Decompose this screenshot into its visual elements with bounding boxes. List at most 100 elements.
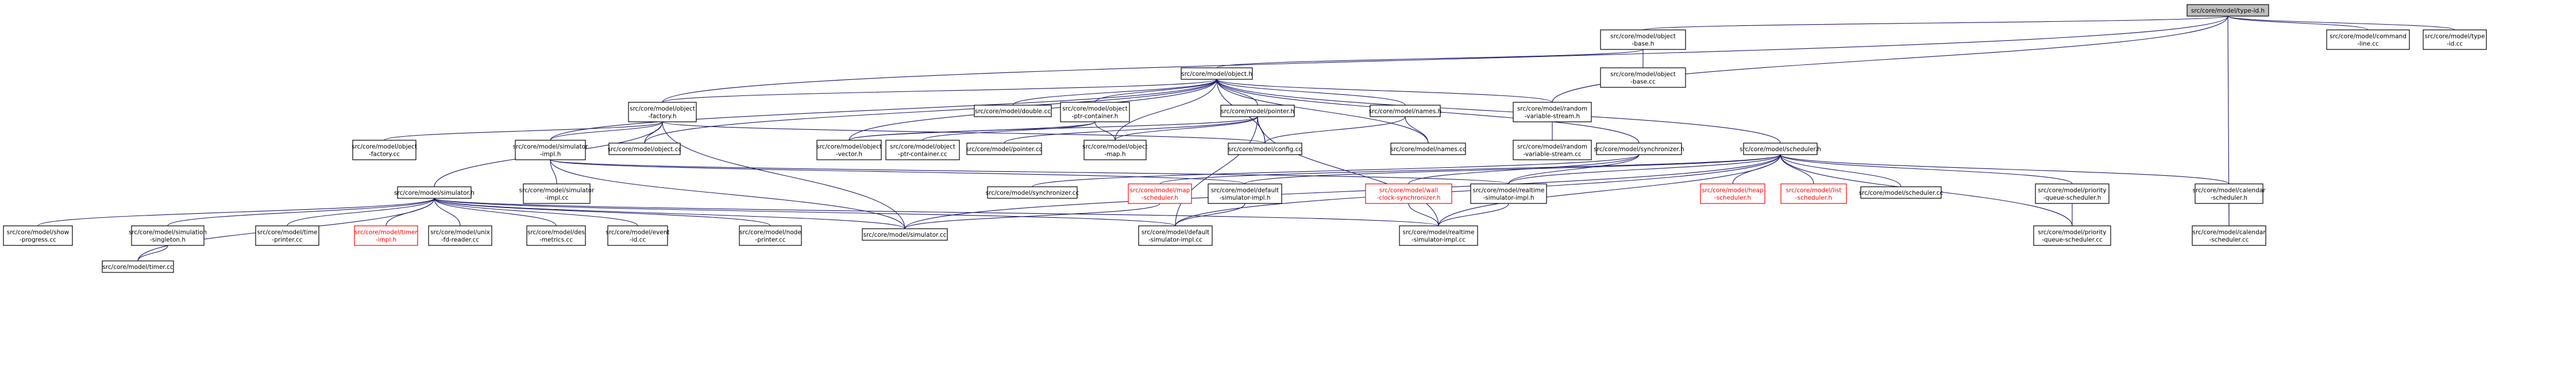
file-node-label: src/core/model/object.cc	[608, 146, 682, 153]
file-node-timer-cc[interactable]: src/core/model/timer.cc	[102, 260, 174, 273]
edge-simulator_h-to-nodeprinter_cc	[434, 198, 771, 226]
edge-rtsimimpl_h-to-rtsimimpl_cc	[1438, 203, 1509, 226]
file-node-defsimimpl-h[interactable]: src/core/model/default-simulator-impl.h	[1208, 183, 1282, 204]
file-node-box	[2423, 29, 2487, 50]
edge-object_h-to-scheduler_h	[1217, 79, 1781, 144]
file-node-synchronizer-h[interactable]: src/core/model/synchronizer.h	[1594, 143, 1684, 155]
file-node-objmap-h[interactable]: src/core/model/object-map.h	[1082, 140, 1148, 160]
file-node-box	[354, 225, 418, 246]
file-node-simimpl-h[interactable]: src/core/model/simulator-impl.h	[513, 140, 589, 160]
file-node-box	[255, 225, 319, 246]
file-node-calsched-h[interactable]: src/core/model/calendar-scheduler.h	[2192, 183, 2266, 204]
file-node-randstream-h[interactable]: src/core/model/random-variable-stream.h	[1513, 102, 1592, 122]
file-node-heapsched-h[interactable]: src/core/model/heap-scheduler.h	[1700, 183, 1765, 204]
edge-pointer_h-to-defsimimpl_cc	[1175, 117, 1258, 226]
file-node-simulator-cc[interactable]: src/core/model/simulator.cc	[862, 228, 948, 241]
file-node-objvector-h[interactable]: src/core/model/object-vector.h	[816, 140, 882, 160]
file-node-objfactory-cc[interactable]: src/core/model/object-factory.cc	[352, 140, 417, 160]
file-node-simimpl-cc[interactable]: src/core/model/simulator-impl.cc	[519, 183, 595, 204]
file-node-label: src/core/model/object	[816, 144, 882, 151]
file-node-objbase-cc[interactable]: src/core/model/object-base.cc	[1600, 67, 1686, 88]
file-node-double-cc[interactable]: src/core/model/double.cc	[974, 105, 1052, 117]
file-node-label: -factory.h	[648, 113, 676, 120]
file-node-mapsched-h[interactable]: src/core/model/map-scheduler.h	[1128, 183, 1192, 204]
file-node-simulator-h[interactable]: src/core/model/simulator.h	[394, 186, 475, 199]
file-node-label: src/core/model/scheduler.cc	[1859, 190, 1943, 197]
file-node-box	[1860, 186, 1942, 199]
file-node-objbase-h[interactable]: src/core/model/object-base.h	[1600, 29, 1686, 50]
file-node-label: src/core/model/time	[257, 229, 317, 236]
edge-simimpl_h-to-rtsimimpl_h	[550, 160, 1509, 184]
file-node-cmdline-cc[interactable]: src/core/model/command-line.cc	[2326, 29, 2410, 50]
file-node-config-cc[interactable]: src/core/model/config.cc	[1228, 143, 1302, 155]
edge-simulator_h-to-defsimimpl_cc	[434, 198, 1176, 226]
file-node-label: -id.cc	[630, 237, 646, 244]
file-node-pointer-cc[interactable]: src/core/model/pointer.cc	[966, 143, 1043, 155]
file-node-label: src/core/model/object	[352, 144, 417, 151]
file-node-box	[1513, 102, 1592, 122]
file-node-nodeprinter-cc[interactable]: src/core/model/node-printer.cc	[739, 225, 802, 246]
file-node-box	[966, 143, 1042, 155]
file-node-label: -singleton.h	[150, 237, 186, 244]
file-node-label: src/core/model/simulator.cc	[863, 232, 947, 238]
file-node-label: src/core/model/timer.cc	[102, 264, 173, 271]
file-node-showprog-cc[interactable]: src/core/model/show-progress.cc	[3, 225, 73, 246]
file-node-names-h[interactable]: src/core/model/names.h	[1369, 105, 1442, 117]
file-node-box	[974, 105, 1052, 117]
file-node-desmetrics-cc[interactable]: src/core/model/des-metrics.cc	[526, 225, 586, 246]
file-node-synchronizer-cc[interactable]: src/core/model/synchronizer.cc	[986, 186, 1079, 199]
file-node-box	[428, 225, 492, 246]
file-node-typeid-cc[interactable]: src/core/model/type-id.cc	[2423, 29, 2487, 50]
file-node-defsimimpl-cc[interactable]: src/core/model/default-simulator-impl.cc	[1138, 225, 1213, 246]
file-node-box	[1228, 143, 1302, 155]
file-node-object-h[interactable]: src/core/model/object.h	[1181, 67, 1253, 80]
edge-object_h-to-objfactory_h	[662, 79, 1217, 103]
file-node-scheduler-cc[interactable]: src/core/model/scheduler.cc	[1859, 186, 1943, 199]
file-node-simsingleton-h[interactable]: src/core/model/simulation-singleton.h	[129, 225, 207, 246]
file-node-box	[1700, 183, 1765, 204]
edge-pointer_h-to-objmap_h	[1115, 117, 1258, 141]
edge-scheduler_h-to-mapsched_h	[1159, 155, 1780, 184]
file-node-pointer-h[interactable]: src/core/model/pointer.h	[1220, 105, 1295, 117]
file-node-wallclock-h[interactable]: src/core/model/wall-clock-synchronizer.h	[1365, 183, 1452, 204]
file-node-box	[1470, 183, 1547, 204]
file-node-ptrcontainer-h[interactable]: src/core/model/object-ptr-container.h	[1060, 102, 1130, 122]
file-node-label: -simulator-impl.h	[1483, 195, 1534, 202]
file-node-names-cc[interactable]: src/core/model/names.cc	[1390, 143, 1466, 155]
edge-scheduler_h-to-scheduler_cc	[1780, 155, 1902, 187]
edge-pointer_h-to-rtsimimpl_cc	[1258, 117, 1439, 226]
file-node-typeid-h[interactable]: src/core/model/type-id.h	[2186, 4, 2269, 17]
file-node-rtsimimpl-cc[interactable]: src/core/model/realtime-simulator-impl.c…	[1399, 225, 1478, 246]
file-node-objfactory-h[interactable]: src/core/model/object-factory.h	[628, 102, 697, 122]
file-node-eventid-cc[interactable]: src/core/model/event-id.cc	[606, 225, 670, 246]
file-node-label: -impl.cc	[545, 195, 569, 202]
file-node-listsched-h[interactable]: src/core/model/list-scheduler.h	[1780, 183, 1847, 204]
edge-object_h-to-object_cc	[644, 79, 1217, 144]
file-node-label: src/core/model/pointer.cc	[966, 146, 1043, 153]
file-node-unixfd-cc[interactable]: src/core/model/unix-fd-reader.cc	[428, 225, 492, 246]
file-node-priosched-cc[interactable]: src/core/model/priority-queue-scheduler.…	[2033, 225, 2111, 246]
file-node-label: src/core/model/timer	[354, 229, 418, 236]
file-node-label: src/core/model/command	[2330, 33, 2407, 40]
file-node-scheduler-h[interactable]: src/core/model/scheduler.h	[1740, 143, 1821, 155]
file-node-priosched-h[interactable]: src/core/model/priority-queue-scheduler.…	[2035, 183, 2110, 204]
file-node-box	[1128, 183, 1192, 204]
file-node-box	[1600, 29, 1686, 50]
file-node-ptrcontainer-cc[interactable]: src/core/model/object-ptr-container.cc	[885, 140, 960, 160]
edge-simulator_h-to-unixfd_cc	[434, 198, 461, 226]
file-node-label: -impl.h	[540, 151, 561, 158]
file-node-object-cc[interactable]: src/core/model/object.cc	[608, 143, 682, 155]
file-node-box	[628, 102, 697, 122]
file-node-randstream-cc[interactable]: src/core/model/random-variable-stream.cc	[1513, 140, 1592, 160]
file-node-label: src/core/model/event	[606, 229, 669, 236]
file-node-calsched-cc[interactable]: src/core/model/calendar-scheduler.cc	[2192, 225, 2266, 246]
edge-simulator_h-to-desmetrics_cc	[434, 198, 557, 226]
file-node-rtsimimpl-h[interactable]: src/core/model/realtime-simulator-impl.h	[1470, 183, 1547, 204]
file-node-box	[3, 225, 73, 246]
file-node-label: src/core/model/des	[527, 229, 585, 236]
edge-scheduler_h-to-rtsimimpl_h	[1508, 155, 1780, 184]
file-node-label: src/core/model/realtime	[1402, 229, 1474, 236]
file-node-timeprinter-cc[interactable]: src/core/model/time-printer.cc	[255, 225, 319, 246]
file-node-timerimpl-h[interactable]: src/core/model/timer-impl.h	[354, 225, 418, 246]
